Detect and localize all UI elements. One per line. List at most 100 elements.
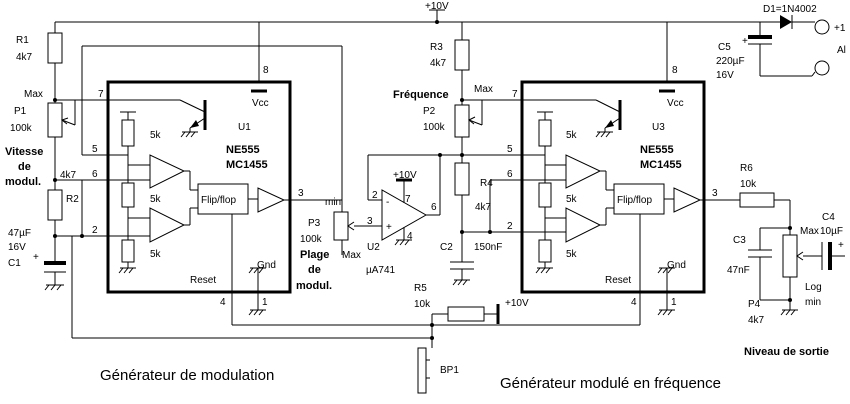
svg-text:+: +: [838, 240, 844, 251]
p1-label: P1: [14, 106, 27, 117]
u3-gnd: Gnd: [667, 260, 686, 271]
u3-res2: 5k: [566, 194, 578, 205]
log-label: Log: [805, 282, 822, 293]
u2-label: U2: [367, 242, 380, 253]
c5-voltage: 16V: [716, 70, 734, 81]
plage-label-2: de: [308, 264, 321, 276]
op-pin7: 7: [405, 194, 411, 205]
r2-label: R2: [66, 194, 79, 205]
u3-pin2: 2: [507, 221, 513, 232]
frequence-label: Fréquence: [393, 89, 449, 101]
u1-pin4: 4: [220, 297, 226, 308]
vitesse-label-1: Vitesse: [5, 146, 43, 158]
u3-chip: [520, 22, 740, 316]
c3-value: 47nF: [727, 265, 750, 276]
u1-res2: 5k: [150, 194, 162, 205]
u3-mc1455: MC1455: [640, 159, 682, 171]
p3-label: P3: [308, 218, 321, 229]
u1-pin1: 1: [262, 297, 268, 308]
vitesse-label-2: de: [18, 161, 31, 173]
p4-value: 4k7: [748, 315, 765, 326]
u1-vcc: Vcc: [252, 98, 269, 109]
c5-label: C5: [718, 42, 731, 53]
d1-label: D1=1N4002: [763, 4, 817, 15]
r1-value: 4k7: [16, 52, 33, 63]
p2-label: P2: [423, 106, 436, 117]
u1-pin7: 7: [98, 89, 104, 100]
right-timing-network: [438, 22, 522, 286]
u1-gnd: Gnd: [257, 260, 276, 271]
u1-res3: 5k: [150, 249, 162, 260]
u3-pin7: 7: [512, 89, 518, 100]
supply-rail: [55, 9, 760, 24]
u1-ne555: NE555: [226, 144, 260, 156]
niveau-label: Niveau de sortie: [744, 346, 829, 358]
op-pin6: 6: [431, 202, 437, 213]
c4-value: 10µF: [820, 226, 843, 237]
u3-vcc: Vcc: [667, 98, 684, 109]
u3-ne555: NE555: [640, 144, 674, 156]
max1-label: Max: [24, 89, 43, 100]
c5-value: 220µF: [716, 56, 745, 67]
u1-pin5: 5: [92, 144, 98, 155]
u3-pin8: 8: [672, 65, 678, 76]
svg-text:+: +: [742, 36, 748, 47]
u2-opamp: - +: [367, 154, 441, 246]
u1-pin8: 8: [263, 65, 269, 76]
bp1-label: BP1: [440, 365, 459, 376]
r5-label: R5: [414, 283, 427, 294]
u1-label: U1: [238, 122, 251, 133]
u1-flipflop: Flip/flop: [201, 195, 236, 206]
r5-value: 10k: [414, 299, 431, 310]
r4-value: 4k7: [475, 202, 492, 213]
p3-max: Max: [342, 250, 361, 261]
p3-pot: [333, 211, 372, 255]
p4-label: P4: [748, 299, 761, 310]
vitesse-label-3: modul.: [5, 176, 41, 188]
output-stage: +: [739, 192, 845, 316]
svg-text:-: -: [386, 197, 389, 208]
svg-text:+: +: [386, 222, 392, 233]
max2-label: Max: [474, 84, 493, 95]
c1-value: 47µF: [8, 228, 31, 239]
p2-value: 100k: [423, 122, 446, 133]
c2-label: C2: [440, 242, 453, 253]
p3-min: min: [325, 197, 341, 208]
u1-pin6: 6: [92, 169, 98, 180]
u1-chip: [106, 22, 342, 325]
c3-label: C3: [733, 235, 746, 246]
u3-pin5: 5: [507, 144, 513, 155]
u1-pin2: 2: [92, 225, 98, 236]
u3-pin3: 3: [712, 188, 718, 199]
p1-value: 100k: [10, 123, 33, 134]
op-vcc: +10V: [393, 170, 417, 181]
u3-pin4: 4: [631, 297, 637, 308]
p3-value: 100k: [300, 234, 323, 245]
u3-pin1: 1: [671, 297, 677, 308]
r2-value: 4k7: [60, 170, 77, 181]
r5-vcc: +10V: [505, 298, 529, 309]
op-pin3: 3: [367, 216, 373, 227]
svg-text:+: +: [33, 252, 39, 263]
u3-reset: Reset: [605, 275, 631, 286]
r6-label: R6: [740, 163, 753, 174]
u1-mc1455: MC1455: [226, 159, 268, 171]
u1-reset: Reset: [190, 275, 216, 286]
right-title: Générateur modulé en fréquence: [500, 375, 721, 392]
c1-voltage: 16V: [8, 242, 26, 253]
u2-part: µA741: [366, 265, 396, 276]
vcc-rail-label: +10V: [425, 1, 449, 12]
op-pin4: 4: [407, 231, 413, 242]
u1-pin3: 3: [298, 188, 304, 199]
plage-label-1: Plage: [300, 249, 329, 261]
r1-label: R1: [16, 35, 29, 46]
u3-res3: 5k: [566, 249, 578, 260]
reset-circuit: [71, 236, 641, 394]
r6-value: 10k: [740, 179, 757, 190]
u3-label: U3: [652, 122, 665, 133]
plus1-label: +1: [834, 23, 846, 34]
op-pin2: 2: [372, 190, 378, 201]
left-timing-network: +: [33, 22, 343, 291]
c4-label: C4: [822, 212, 835, 223]
c1-label: C1: [8, 258, 21, 269]
